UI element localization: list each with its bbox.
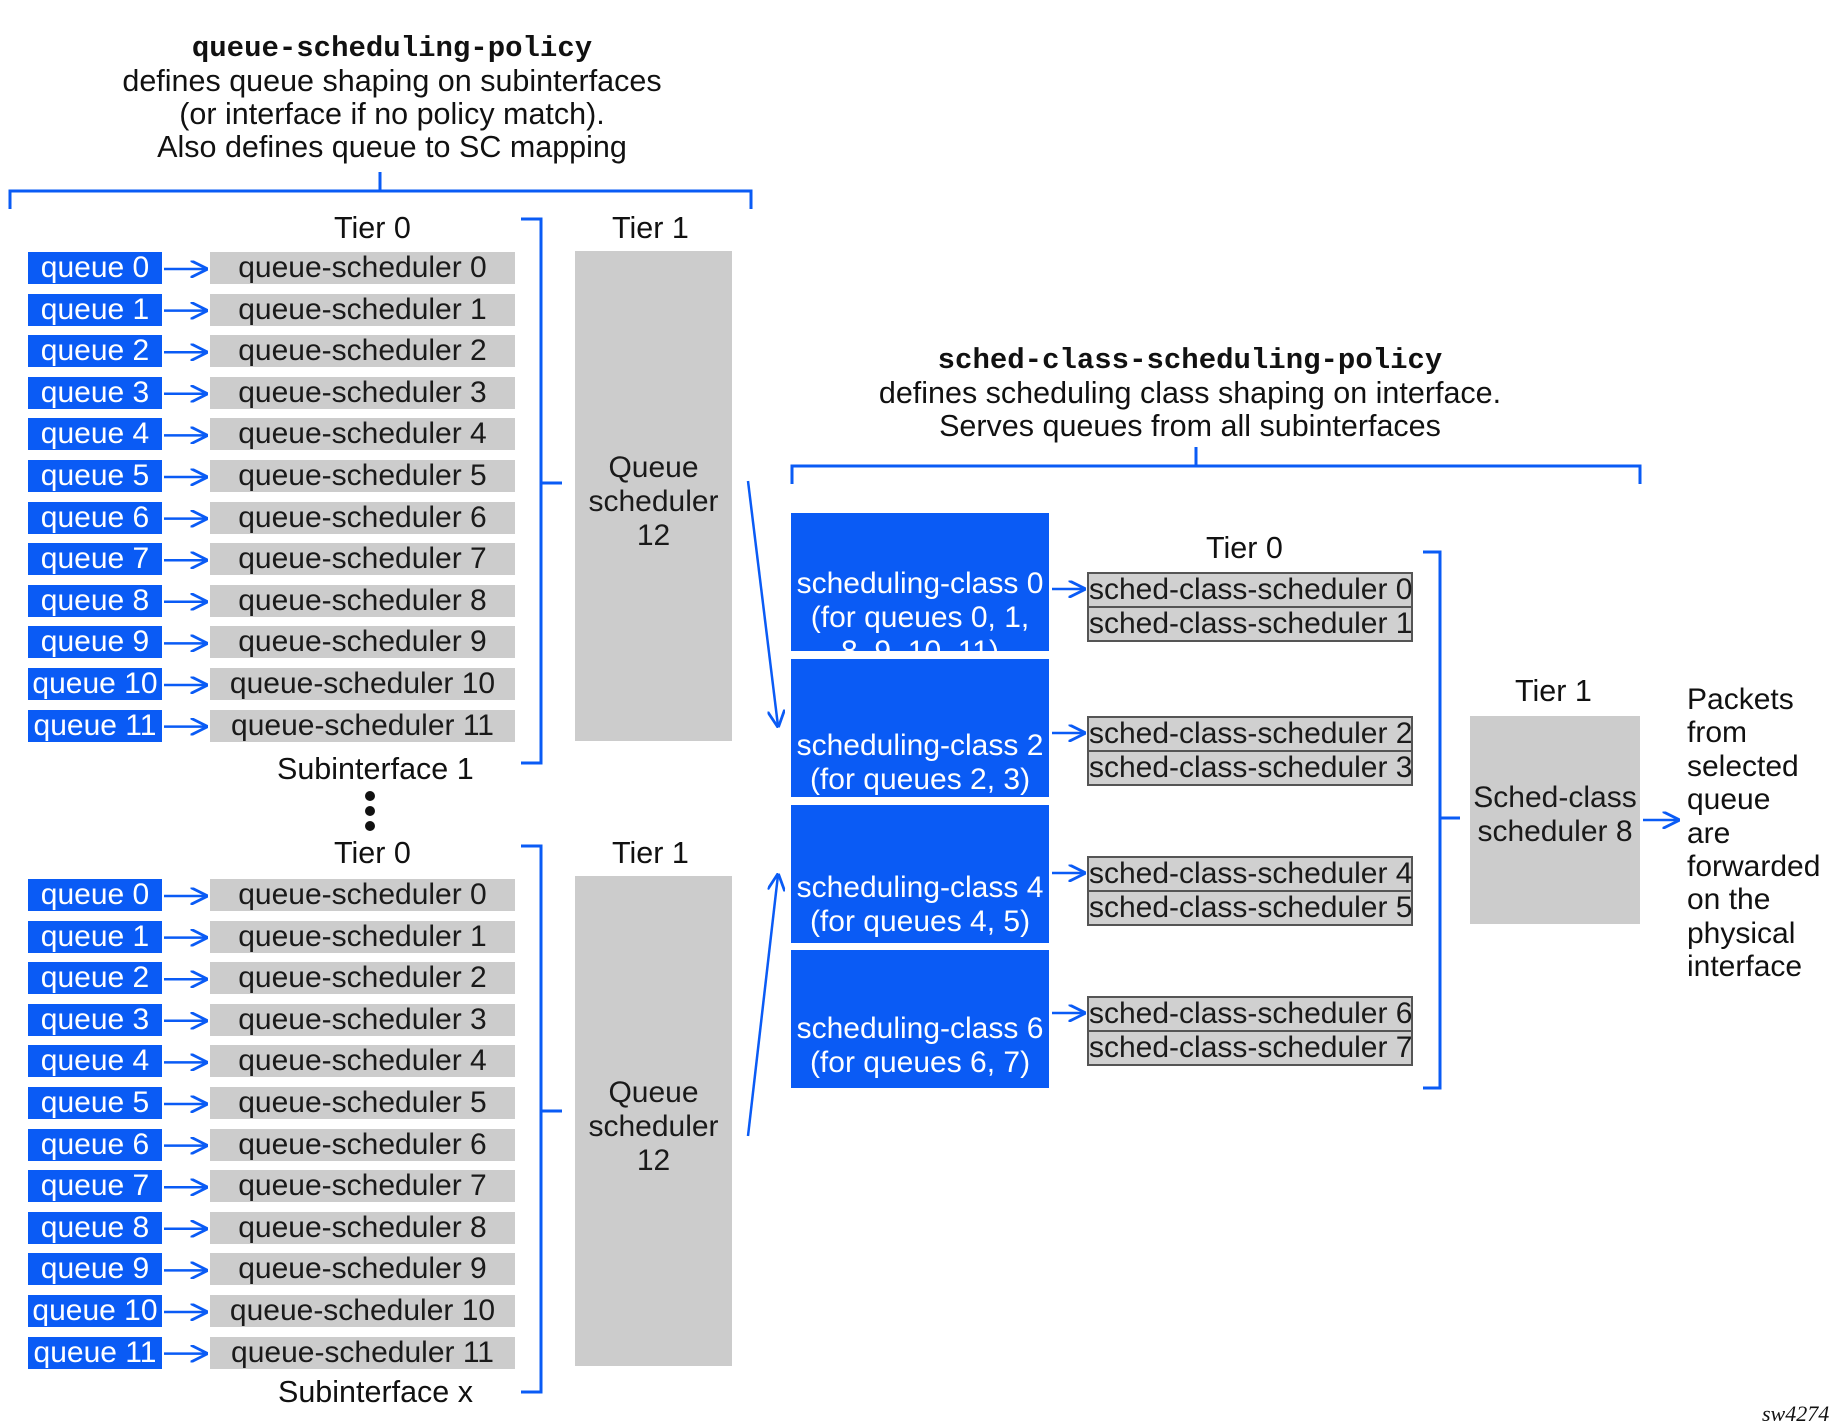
sub1-queue-9: queue 9: [28, 626, 162, 659]
sub1-queue-4: queue 4: [28, 418, 162, 451]
sub1-queue-10: queue 10: [28, 668, 162, 700]
subx-queue-scheduler-5: queue-scheduler 5: [210, 1087, 515, 1119]
sub1-queue-scheduler-8: queue-scheduler 8: [210, 584, 515, 617]
queue-policy-desc-line-2: (or interface if no policy match).: [179, 97, 605, 131]
sched-class-scheduler-8-label: Sched-class scheduler 8: [1473, 781, 1637, 848]
sub1-queue-3: queue 3: [28, 376, 162, 409]
subx-queue-11: queue 11: [28, 1336, 162, 1369]
scheduling-class-4: scheduling-class 4 (for queues 4, 5): [791, 805, 1049, 943]
sub1-queue-7: queue 7: [28, 543, 162, 576]
sched-class-scheduling-policy-title: sched-class-scheduling-policy: [937, 344, 1443, 377]
subx-queue-scheduler-10: queue-scheduler 10: [210, 1295, 515, 1327]
sub1-queue-scheduler-11: queue-scheduler 11: [210, 709, 515, 742]
sub1-tier1-scheduler-label: Queue scheduler 12: [588, 451, 719, 552]
scheduling-class-2: scheduling-class 2 (for queues 2, 3): [791, 659, 1049, 797]
subx-queue-2: queue 2: [28, 962, 162, 995]
ellipsis-dot: [365, 791, 375, 801]
subx-queue-scheduler-0: queue-scheduler 0: [210, 879, 515, 911]
sched-tier0-bracket: [1423, 550, 1460, 1090]
subx-queue-scheduler-1: queue-scheduler 1: [210, 920, 515, 953]
subx-queue-scheduler-4: queue-scheduler 4: [210, 1045, 515, 1078]
subx-to-sched-arrow: [746, 875, 778, 1137]
sub1-queue-scheduler-1: queue-scheduler 1: [210, 293, 515, 326]
sub1-queue-8: queue 8: [28, 584, 162, 617]
subx-tier1-label: Tier 1: [612, 836, 689, 870]
subx-tier0-bracket: [521, 844, 562, 1394]
subx-queue-3: queue 3: [28, 1003, 162, 1036]
queue-policy-bracket: [8, 172, 753, 209]
sub1-queue-0: queue 0: [28, 252, 162, 284]
sub1-tier0-label: Tier 0: [334, 211, 411, 245]
sub1-to-sched-arrow: [746, 480, 778, 726]
output-description: Packets from selected queue are forwarde…: [1687, 683, 1821, 984]
scheduling-class-6: scheduling-class 6 (for queues 6, 7): [791, 950, 1049, 1088]
subx-queue-scheduler-2: queue-scheduler 2: [210, 962, 515, 995]
sub1-queue-scheduler-10: queue-scheduler 10: [210, 668, 515, 700]
subx-queue-10: queue 10: [28, 1295, 162, 1327]
subx-name: Subinterface x: [278, 1375, 473, 1409]
sched-class-scheduler-7: sched-class-scheduler 7: [1087, 1030, 1413, 1066]
subx-queue-scheduler-8: queue-scheduler 8: [210, 1211, 515, 1244]
sub1-queue-2: queue 2: [28, 335, 162, 368]
sched-class-scheduler-4: sched-class-scheduler 4: [1087, 856, 1413, 892]
sched-policy-bracket: [790, 447, 1642, 484]
sub1-queue-scheduler-5: queue-scheduler 5: [210, 460, 515, 492]
sub1-queue-scheduler-0: queue-scheduler 0: [210, 252, 515, 284]
scheduling-class-0: scheduling-class 0 (for queues 0, 1, 8, …: [791, 513, 1049, 668]
sched-policy-desc-line-2: Serves queues from all subinterfaces: [939, 409, 1441, 443]
scheduling-class-6-label: scheduling-class 6 (for queues 6, 7): [796, 1012, 1044, 1079]
sub1-queue-scheduler-7: queue-scheduler 7: [210, 543, 515, 576]
sub1-tier1-label: Tier 1: [612, 211, 689, 245]
sched-class-scheduler-5: sched-class-scheduler 5: [1087, 890, 1413, 926]
subx-queue-4: queue 4: [28, 1045, 162, 1078]
sub1-queue-1: queue 1: [28, 293, 162, 326]
subx-queue-scheduler-7: queue-scheduler 7: [210, 1170, 515, 1203]
queue-scheduling-policy-title: queue-scheduling-policy: [191, 32, 593, 65]
subx-queue-scheduler-11: queue-scheduler 11: [210, 1336, 515, 1369]
sched-class-scheduler-1: sched-class-scheduler 1: [1087, 606, 1413, 642]
subx-queue-scheduler-9: queue-scheduler 9: [210, 1253, 515, 1286]
subx-queue-1: queue 1: [28, 920, 162, 953]
subx-tier0-label: Tier 0: [334, 836, 411, 870]
sched-class-scheduler-8: Sched-class scheduler 8: [1470, 716, 1640, 924]
ellipsis-dot: [365, 821, 375, 831]
ellipsis-dot: [365, 806, 375, 816]
sub1-tier0-bracket: [521, 217, 562, 765]
sched-class-scheduler-3: sched-class-scheduler 3: [1087, 750, 1413, 786]
scheduling-class-2-label: scheduling-class 2 (for queues 2, 3): [796, 729, 1044, 796]
subx-queue-9: queue 9: [28, 1253, 162, 1286]
subx-queue-5: queue 5: [28, 1087, 162, 1119]
sub1-queue-5: queue 5: [28, 460, 162, 492]
subx-queue-6: queue 6: [28, 1128, 162, 1161]
queue-policy-desc-line-3: Also defines queue to SC mapping: [157, 130, 627, 164]
sub1-queue-scheduler-3: queue-scheduler 3: [210, 376, 515, 409]
sched-class-scheduler-0: sched-class-scheduler 0: [1087, 572, 1413, 608]
subx-queue-scheduler-6: queue-scheduler 6: [210, 1128, 515, 1161]
subx-queue-8: queue 8: [28, 1211, 162, 1244]
sched-tier1-label: Tier 1: [1515, 674, 1592, 708]
sched-tier0-label: Tier 0: [1206, 531, 1283, 565]
sub1-queue-scheduler-2: queue-scheduler 2: [210, 335, 515, 368]
subx-queue-scheduler-3: queue-scheduler 3: [210, 1003, 515, 1036]
scheduling-class-4-label: scheduling-class 4 (for queues 4, 5): [796, 871, 1044, 938]
queue-policy-desc-line-1: defines queue shaping on subinterfaces: [122, 64, 662, 98]
sub1-tier1-scheduler: Queue scheduler 12: [575, 251, 732, 741]
sub1-name: Subinterface 1: [277, 752, 474, 786]
figure-id: sw4274: [1762, 1401, 1830, 1426]
sub1-queue-scheduler-9: queue-scheduler 9: [210, 626, 515, 659]
sub1-queue-11: queue 11: [28, 709, 162, 742]
sub1-queue-scheduler-6: queue-scheduler 6: [210, 501, 515, 534]
sched-policy-desc-line-1: defines scheduling class shaping on inte…: [878, 376, 1502, 410]
sub1-queue-scheduler-4: queue-scheduler 4: [210, 418, 515, 451]
subx-queue-0: queue 0: [28, 879, 162, 911]
sched-class-scheduler-2: sched-class-scheduler 2: [1087, 716, 1413, 752]
subx-queue-7: queue 7: [28, 1170, 162, 1203]
subx-tier1-scheduler: Queue scheduler 12: [575, 876, 732, 1366]
subx-tier1-scheduler-label: Queue scheduler 12: [588, 1076, 719, 1177]
sub1-queue-6: queue 6: [28, 501, 162, 534]
